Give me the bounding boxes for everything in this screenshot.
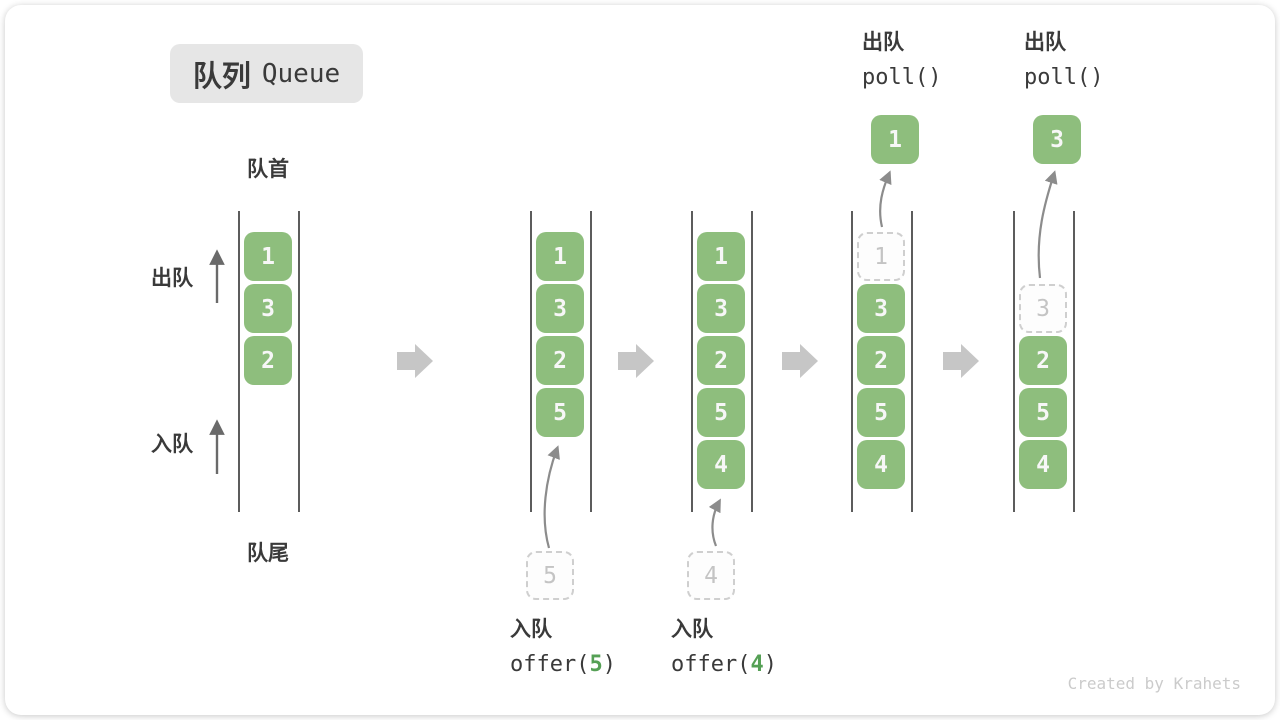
queue-element: 2 xyxy=(536,336,584,385)
poll-operation-label: 出队 poll() xyxy=(1024,30,1103,91)
queue-element: 3 xyxy=(857,284,905,333)
queue-element: 2 xyxy=(697,336,745,385)
queue-element: 2 xyxy=(1019,336,1067,385)
queue-element: 4 xyxy=(1019,440,1067,489)
queue-element: 5 xyxy=(536,388,584,437)
label-queue-rear: 队尾 xyxy=(247,541,289,565)
queue-element: 5 xyxy=(1019,388,1067,437)
queue-element: 5 xyxy=(857,388,905,437)
op-code-text: poll() xyxy=(862,65,942,90)
offer-operation-label: 入队 offer(5) xyxy=(510,617,616,678)
queue-element-ghost: 3 xyxy=(1019,284,1067,333)
queue-wall-left xyxy=(851,211,853,512)
queue-wall-right xyxy=(590,211,592,512)
op-code-text: offer(4) xyxy=(671,652,777,678)
op-label-zh: 入队 xyxy=(510,617,552,641)
queue-wall-left xyxy=(238,211,240,512)
op-code-arg: 5 xyxy=(589,652,603,677)
queue-element: 2 xyxy=(244,336,292,385)
op-code-suffix: ) xyxy=(763,652,777,677)
op-code-suffix: ) xyxy=(602,652,616,677)
queue-element: 3 xyxy=(244,284,292,333)
queue-element: 1 xyxy=(697,232,745,281)
queue-element: 4 xyxy=(857,440,905,489)
queue-element: 1 xyxy=(536,232,584,281)
op-label-zh: 出队 xyxy=(1024,30,1066,54)
queue-element: 4 xyxy=(697,440,745,489)
label-dequeue: 出队 xyxy=(151,266,193,290)
queue-wall-right xyxy=(1073,211,1075,512)
queue-wall-left xyxy=(691,211,693,512)
incoming-element-ghost: 4 xyxy=(687,551,735,600)
label-queue-front: 队首 xyxy=(247,157,289,181)
outgoing-element: 1 xyxy=(871,115,919,164)
op-code-text: offer(5) xyxy=(510,652,616,678)
queue-wall-right xyxy=(751,211,753,512)
title-en: Queue xyxy=(261,58,341,89)
queue-element: 2 xyxy=(857,336,905,385)
queue-element: 3 xyxy=(536,284,584,333)
queue-wall-right xyxy=(298,211,300,512)
op-label-zh: 出队 xyxy=(862,30,904,54)
queue-wall-left xyxy=(1013,211,1015,512)
outgoing-element: 3 xyxy=(1033,115,1081,164)
op-label-zh: 入队 xyxy=(671,617,713,641)
op-code-prefix: offer( xyxy=(510,652,590,677)
queue-element: 3 xyxy=(697,284,745,333)
op-code-arg: 4 xyxy=(750,652,764,677)
offer-operation-label: 入队 offer(4) xyxy=(671,617,777,678)
queue-wall-left xyxy=(530,211,532,512)
title-zh: 队列 xyxy=(192,58,251,93)
queue-element: 5 xyxy=(697,388,745,437)
queue-wall-right xyxy=(911,211,913,512)
incoming-element-ghost: 5 xyxy=(526,551,574,600)
poll-operation-label: 出队 poll() xyxy=(862,30,941,91)
title-badge: 队列 Queue xyxy=(170,44,363,103)
label-enqueue: 入队 xyxy=(151,432,193,456)
queue-element-ghost: 1 xyxy=(857,232,905,281)
watermark: Created by Krahets xyxy=(1067,674,1241,693)
op-code-text: poll() xyxy=(1024,65,1104,90)
op-code-prefix: offer( xyxy=(671,652,751,677)
queue-element: 1 xyxy=(244,232,292,281)
